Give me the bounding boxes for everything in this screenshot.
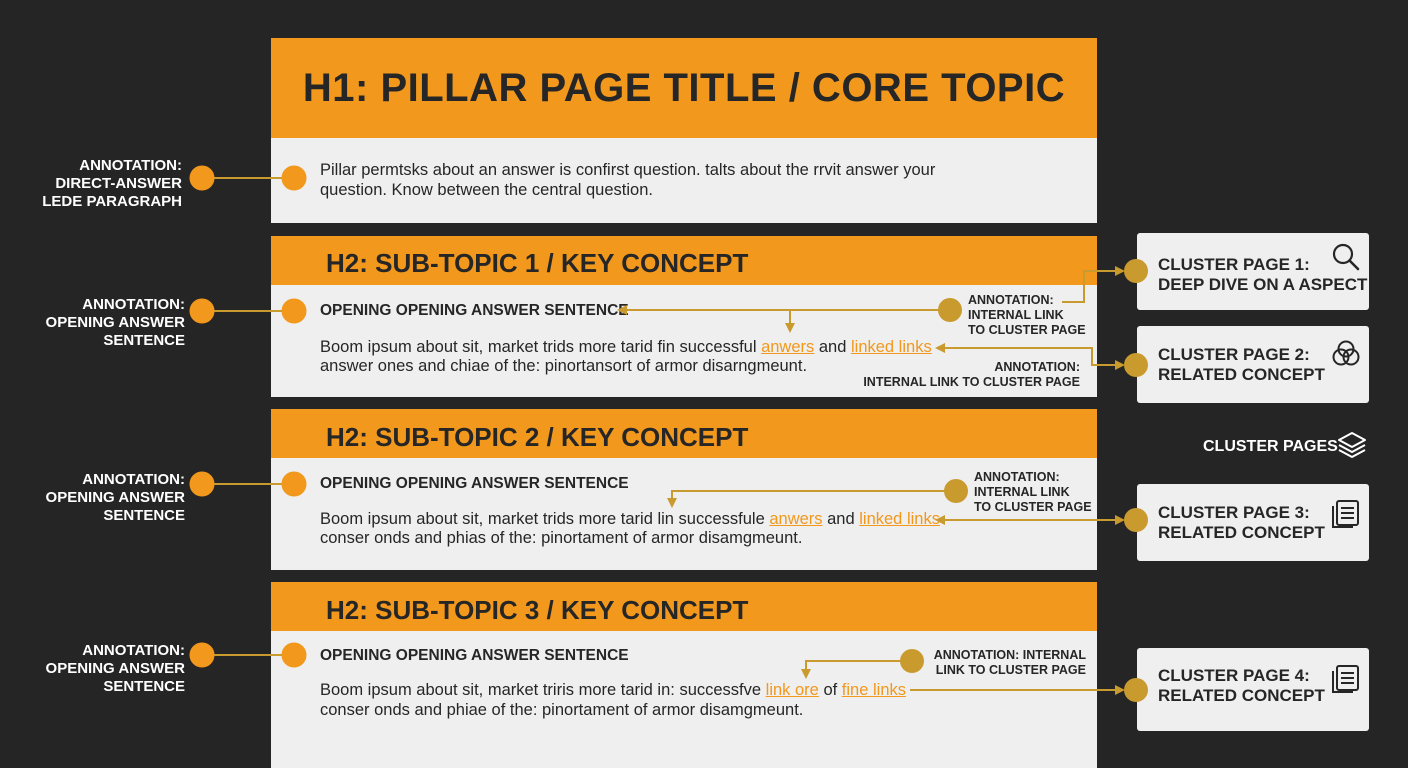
annotation-lede: ANNOTATION: DIRECT-ANSWER LEDE PARAGRAPH [7, 157, 182, 211]
annotation-line: ANNOTATION: [82, 296, 185, 313]
search-icon [1332, 243, 1360, 271]
layers-icon [1338, 432, 1366, 458]
annotation-internal-link-1a: ANNOTATION: INTERNAL LINK TO CLUSTER PAG… [968, 293, 1086, 338]
annotation-line: TO CLUSTER PAGE [968, 323, 1086, 337]
venn-icon [1332, 340, 1360, 366]
annotation-line: SENTENCE [103, 332, 185, 349]
section-panel-1: OPENING OPENING ANSWER SENTENCE Boom ips… [271, 285, 1097, 397]
cluster-card-line-2: DEEP DIVE ON A ASPECT [1158, 275, 1368, 294]
h1-header: H1: PILLAR PAGE TITLE / CORE TOPIC [271, 38, 1097, 138]
annotation-line: ANNOTATION: [974, 470, 1060, 484]
annotation-line: OPENING ANSWER [45, 314, 185, 331]
cluster-card-line-1: CLUSTER PAGE 3: [1158, 503, 1310, 522]
annotation-line: SENTENCE [103, 507, 185, 524]
cluster-card-2[interactable]: CLUSTER PAGE 2: RELATED CONCEPT [1137, 326, 1369, 403]
body-text: of [818, 681, 842, 699]
h2-title-3: H2: SUB-TOPIC 3 / KEY CONCEPT [326, 595, 749, 625]
link-answers[interactable]: anwers [761, 338, 815, 356]
cluster-card-line-2: RELATED CONCEPT [1158, 686, 1325, 705]
annotation-internal-link-3: ANNOTATION: INTERNAL LINK TO CLUSTER PAG… [926, 648, 1086, 678]
section-panel-3: OPENING OPENING ANSWER SENTENCE Boom ips… [271, 631, 1097, 768]
lede-panel: Pillar permtsks about an answer is confi… [271, 138, 1097, 223]
link-linked-links[interactable]: linked links [859, 510, 940, 528]
h2-bar-2: H2: SUB-TOPIC 2 / KEY CONCEPT [271, 409, 1097, 458]
annotation-line: ANNOTATION: INTERNAL [933, 648, 1086, 662]
cluster-card-title: CLUSTER PAGE 2: RELATED CONCEPT [1158, 345, 1325, 385]
body-line-2a: Boom ipsum about sit, market trids more … [320, 509, 940, 529]
cluster-pages-label-row: CLUSTER PAGES [1170, 428, 1370, 462]
dot-left [189, 298, 215, 324]
link-fine-links[interactable]: fine links [841, 681, 906, 699]
lede-line-1: Pillar permtsks about an answer is confi… [320, 161, 936, 179]
opening-sentence-2: OPENING OPENING ANSWER SENTENCE [320, 475, 629, 492]
opening-sentence-1: OPENING OPENING ANSWER SENTENCE [320, 302, 629, 319]
body-line-3b: conser onds and phiae of the: pinortamen… [320, 701, 804, 719]
cluster-card-4[interactable]: CLUSTER PAGE 4: RELATED CONCEPT [1137, 648, 1369, 731]
h2-bar-3: H2: SUB-TOPIC 3 / KEY CONCEPT [271, 582, 1097, 631]
annotation-line: INTERNAL LINK [974, 485, 1070, 499]
link-answers[interactable]: anwers [769, 510, 823, 528]
body-line-1a: Boom ipsum about sit, market trids more … [320, 337, 932, 357]
h2-title-1: H2: SUB-TOPIC 1 / KEY CONCEPT [326, 248, 749, 278]
section-panel-2: OPENING OPENING ANSWER SENTENCE Boom ips… [271, 458, 1097, 570]
annotation-line: ANNOTATION: [994, 360, 1080, 374]
annotation-line: ANNOTATION: [968, 293, 1054, 307]
opening-sentence-3: OPENING OPENING ANSWER SENTENCE [320, 647, 629, 664]
annotation-line: INTERNAL LINK [968, 308, 1064, 322]
dot-left [189, 471, 215, 497]
annotation-line: ANNOTATION: [82, 471, 185, 488]
annotation-line: SENTENCE [103, 678, 185, 695]
cluster-card-title: CLUSTER PAGE 1: DEEP DIVE ON A ASPECT [1158, 255, 1367, 295]
cluster-card-line-1: CLUSTER PAGE 2: [1158, 345, 1310, 364]
cluster-card-title: CLUSTER PAGE 3: RELATED CONCEPT [1158, 503, 1325, 543]
annotation-line: LINK TO CLUSTER PAGE [935, 663, 1086, 677]
h2-bar-1: H2: SUB-TOPIC 1 / KEY CONCEPT [271, 236, 1097, 285]
cluster-card-line-2: RELATED CONCEPT [1158, 365, 1325, 384]
body-line-3a: Boom ipsum about sit, market triris more… [320, 680, 906, 700]
body-text: and [822, 510, 860, 528]
dot-left [189, 642, 215, 668]
body-line-1b: answer ones and chiae of the: pinortanso… [320, 357, 808, 375]
annotation-internal-link-2: ANNOTATION: INTERNAL LINK TO CLUSTER PAG… [974, 470, 1092, 515]
cluster-card-3[interactable]: CLUSTER PAGE 3: RELATED CONCEPT [1137, 484, 1369, 561]
annotation-line: OPENING ANSWER [45, 489, 185, 506]
body-text: Boom ipsum about sit, market triris more… [320, 681, 766, 699]
lede-line-2: question. Know between the central quest… [320, 181, 653, 199]
document-icon [1332, 500, 1359, 528]
cluster-card-line-2: RELATED CONCEPT [1158, 523, 1325, 542]
annotation-line: ANNOTATION: [82, 642, 185, 659]
body-text: Boom ipsum about sit, market trids more … [320, 510, 770, 528]
cluster-pages-label: CLUSTER PAGES [1203, 438, 1338, 455]
annotation-line: DIRECT-ANSWER [55, 175, 182, 192]
h2-title-2: H2: SUB-TOPIC 2 / KEY CONCEPT [326, 422, 749, 452]
annotation-internal-link-1b: ANNOTATION: INTERNAL LINK TO CLUSTER PAG… [863, 360, 1080, 390]
body-text: and [814, 338, 851, 356]
cluster-card-1[interactable]: CLUSTER PAGE 1: DEEP DIVE ON A ASPECT [1137, 233, 1369, 310]
link-link-ore[interactable]: link ore [765, 681, 819, 699]
annotation-line: LEDE PARAGRAPH [42, 193, 182, 210]
cluster-card-line-1: CLUSTER PAGE 1: [1158, 255, 1310, 274]
annotation-opening-2: ANNOTATION: OPENING ANSWER SENTENCE [10, 471, 185, 525]
annotation-line: TO CLUSTER PAGE [974, 500, 1092, 514]
link-linked-links[interactable]: linked links [850, 338, 932, 356]
annotation-line: INTERNAL LINK TO CLUSTER PAGE [863, 375, 1080, 389]
dot-left [189, 165, 215, 191]
annotation-opening-1: ANNOTATION: OPENING ANSWER SENTENCE [10, 296, 185, 350]
cluster-card-line-1: CLUSTER PAGE 4: [1158, 666, 1310, 685]
body-text: Boom ipsum about sit, market trids more … [320, 338, 762, 356]
annotation-opening-3: ANNOTATION: OPENING ANSWER SENTENCE [10, 642, 185, 696]
annotation-line: ANNOTATION: [79, 157, 182, 174]
cluster-card-title: CLUSTER PAGE 4: RELATED CONCEPT [1158, 666, 1325, 706]
document-icon [1332, 665, 1359, 693]
h1-title: H1: PILLAR PAGE TITLE / CORE TOPIC [302, 66, 1066, 110]
body-line-2b: conser onds and phias of the: pinortamen… [320, 529, 803, 547]
annotation-line: OPENING ANSWER [45, 660, 185, 677]
